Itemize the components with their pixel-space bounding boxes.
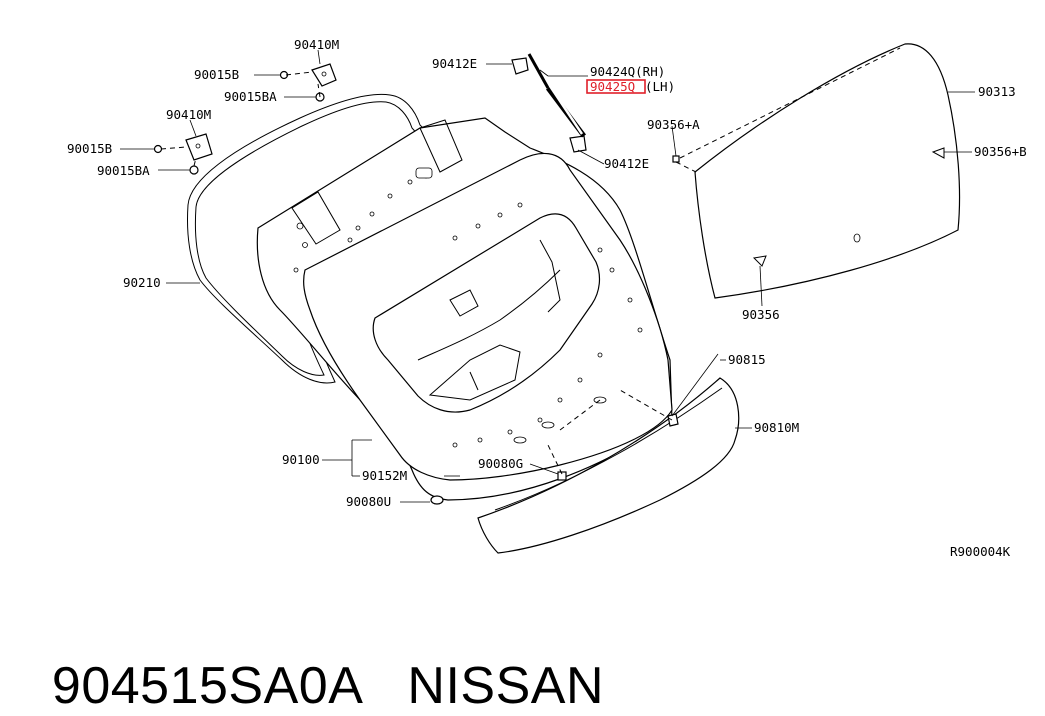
label-90815: 90815 xyxy=(728,352,766,367)
label-90152M: 90152M xyxy=(362,468,407,483)
label-90410M-left: 90410M xyxy=(166,107,211,122)
hinge-top xyxy=(311,63,337,87)
stay-bracket-top xyxy=(511,57,529,75)
spoiler-clip xyxy=(667,413,679,427)
footer-title: 904515SA0A NISSAN xyxy=(22,596,604,716)
stay-bracket-bottom xyxy=(569,135,587,153)
label-90356: 90356 xyxy=(742,307,780,322)
glass-clip-a xyxy=(672,155,680,163)
label-90356B: 90356+B xyxy=(974,144,1027,159)
label-90412E-top: 90412E xyxy=(432,56,477,71)
label-90015BA-left: 90015BA xyxy=(97,163,150,178)
label-90410M-top: 90410M xyxy=(294,37,339,52)
label-90425Q-suffix: (LH) xyxy=(645,79,675,94)
label-90412E-mid: 90412E xyxy=(604,156,649,171)
label-90015B-top: 90015B xyxy=(194,67,239,82)
nut-left xyxy=(189,165,199,175)
label-90015B-left: 90015B xyxy=(67,141,112,156)
hinge-left xyxy=(185,133,213,161)
label-90080U: 90080U xyxy=(346,494,391,509)
parts-diagram: 90410M 90015B 90015BA 90410M 90015B 9001… xyxy=(67,37,1027,559)
back-door-inner-frame xyxy=(303,152,673,481)
label-90100: 90100 xyxy=(282,452,320,467)
bumper-stopper-g xyxy=(557,471,567,481)
reference-code: R900004K xyxy=(950,544,1011,559)
label-90424Q: 90424Q(RH) xyxy=(590,64,665,79)
label-90210: 90210 xyxy=(123,275,161,290)
highlight-box-90425Q xyxy=(586,79,646,94)
rear-window-glass xyxy=(694,43,961,299)
label-90080G: 90080G xyxy=(478,456,523,471)
label-90810M: 90810M xyxy=(754,420,799,435)
gas-stay xyxy=(527,53,586,138)
label-90356A: 90356+A xyxy=(647,117,700,132)
bolt-left xyxy=(153,144,163,154)
footer-brand: NISSAN xyxy=(407,657,605,715)
label-90313: 90313 xyxy=(978,84,1016,99)
footer-part-number: 904515SA0A xyxy=(51,657,364,715)
label-90425Q-highlighted[interactable]: 90425Q xyxy=(590,79,635,94)
label-90015BA-top: 90015BA xyxy=(224,89,277,104)
bumper-stopper-u xyxy=(430,495,444,505)
